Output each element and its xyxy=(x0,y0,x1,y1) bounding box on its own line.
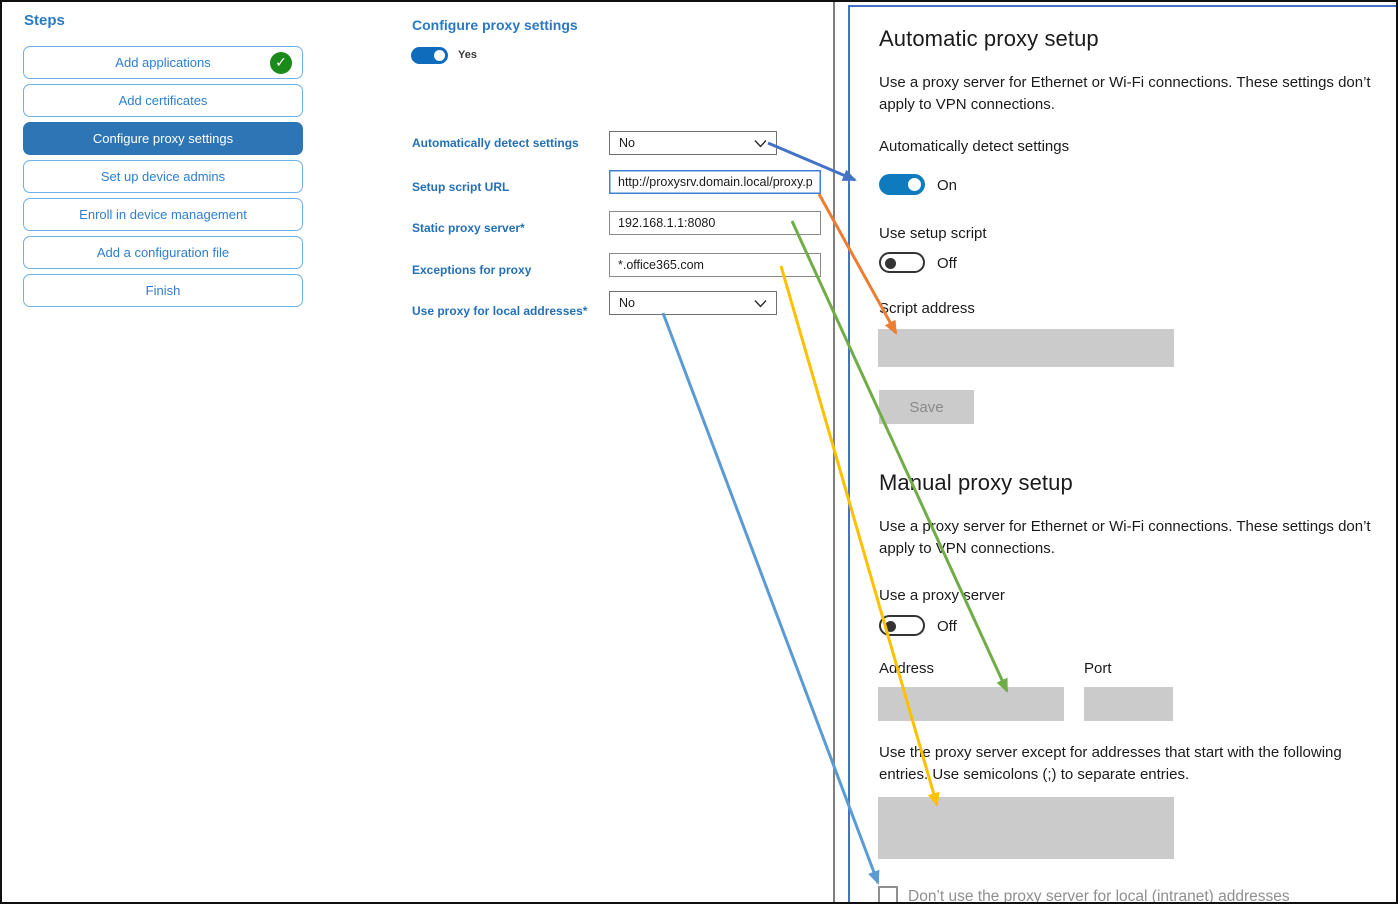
use-proxy-local-label: Use proxy for local addresses* xyxy=(412,304,588,318)
sidebar-item-add-applications[interactable]: Add applications ✓ xyxy=(23,46,303,79)
sidebar-item-label: Finish xyxy=(145,283,181,298)
steps-title: Steps xyxy=(24,12,65,29)
port-label: Port xyxy=(1084,660,1112,677)
sidebar-item-add-certificates[interactable]: Add certificates xyxy=(23,84,303,117)
setup-script-url-input[interactable] xyxy=(609,170,821,194)
toggle-knob xyxy=(434,50,445,61)
sidebar-item-finish[interactable]: Finish xyxy=(23,274,303,307)
use-proxy-local-dropdown[interactable]: No xyxy=(609,291,777,315)
exceptions-for-proxy-input[interactable] xyxy=(609,253,821,277)
sidebar-item-label: Add applications xyxy=(115,55,211,70)
arrow-local-addresses xyxy=(661,312,880,885)
sidebar-item-label: Enroll in device management xyxy=(79,207,247,222)
configure-proxy-toggle-label: Yes xyxy=(458,49,477,61)
use-setup-script-state: Off xyxy=(937,255,957,272)
toggle-knob xyxy=(885,620,896,632)
sidebar-item-enroll-in-device-management[interactable]: Enroll in device management xyxy=(23,198,303,231)
chevron-down-icon xyxy=(754,139,767,148)
use-a-proxy-server-toggle[interactable] xyxy=(879,615,925,636)
automatic-proxy-setup-title: Automatic proxy setup xyxy=(879,26,1099,51)
static-proxy-server-input[interactable] xyxy=(609,211,821,235)
setup-script-url-label: Setup script URL xyxy=(412,180,510,194)
completed-check-icon: ✓ xyxy=(270,51,292,74)
sidebar-item-label: Add a configuration file xyxy=(96,245,230,260)
automatically-detect-settings-dropdown[interactable]: No xyxy=(609,131,777,155)
sidebar-item-add-a-configuration-file[interactable]: Add a configuration file xyxy=(23,236,303,269)
dropdown-value: No xyxy=(619,136,635,150)
script-address-label: Script address xyxy=(879,300,975,317)
use-a-proxy-server-label: Use a proxy server xyxy=(879,587,1005,604)
detect-settings-state: On xyxy=(937,177,958,194)
static-proxy-server-label: Static proxy server* xyxy=(412,221,525,235)
sidebar-item-label: Configure proxy settings xyxy=(92,131,234,146)
exceptions-for-proxy-label: Exceptions for proxy xyxy=(412,263,532,277)
toggle-knob xyxy=(908,178,921,191)
detect-settings-label: Automatically detect settings xyxy=(879,138,1070,155)
manual-proxy-description: Use a proxy server for Ethernet or Wi-Fi… xyxy=(879,518,1371,557)
sidebar-item-set-up-device-admins[interactable]: Set up device admins xyxy=(23,160,303,193)
chevron-down-icon xyxy=(754,299,767,308)
configure-proxy-toggle[interactable] xyxy=(411,47,448,64)
local-intranet-checkbox[interactable] xyxy=(878,886,898,902)
dropdown-value: No xyxy=(619,296,635,310)
sidebar-item-label: Add certificates xyxy=(118,93,208,108)
automatic-proxy-description: Use a proxy server for Ethernet or Wi-Fi… xyxy=(879,74,1371,113)
window-divider xyxy=(833,2,835,902)
page-title: Configure proxy settings xyxy=(412,17,578,33)
use-a-proxy-server-state: Off xyxy=(937,618,957,635)
toggle-knob xyxy=(885,257,896,269)
port-field[interactable] xyxy=(1084,687,1173,721)
proxy-exceptions-textarea[interactable] xyxy=(878,797,1174,859)
sidebar-item-configure-proxy-settings[interactable]: Configure proxy settings xyxy=(23,122,303,155)
use-setup-script-label: Use setup script xyxy=(879,225,987,242)
proxy-exceptions-text: Use the proxy server except for addresse… xyxy=(879,744,1342,783)
save-button[interactable]: Save xyxy=(879,390,974,424)
sidebar-item-label: Set up device admins xyxy=(100,169,226,184)
manual-proxy-setup-title: Manual proxy setup xyxy=(879,470,1073,495)
automatically-detect-settings-toggle[interactable] xyxy=(879,174,925,195)
use-setup-script-toggle[interactable] xyxy=(879,252,925,273)
script-address-field[interactable] xyxy=(878,329,1174,367)
address-label: Address xyxy=(879,660,935,677)
local-intranet-checkbox-label: Don’t use the proxy server for local (in… xyxy=(908,888,1290,904)
automatically-detect-settings-label: Automatically detect settings xyxy=(412,136,579,150)
address-field[interactable] xyxy=(878,687,1064,721)
